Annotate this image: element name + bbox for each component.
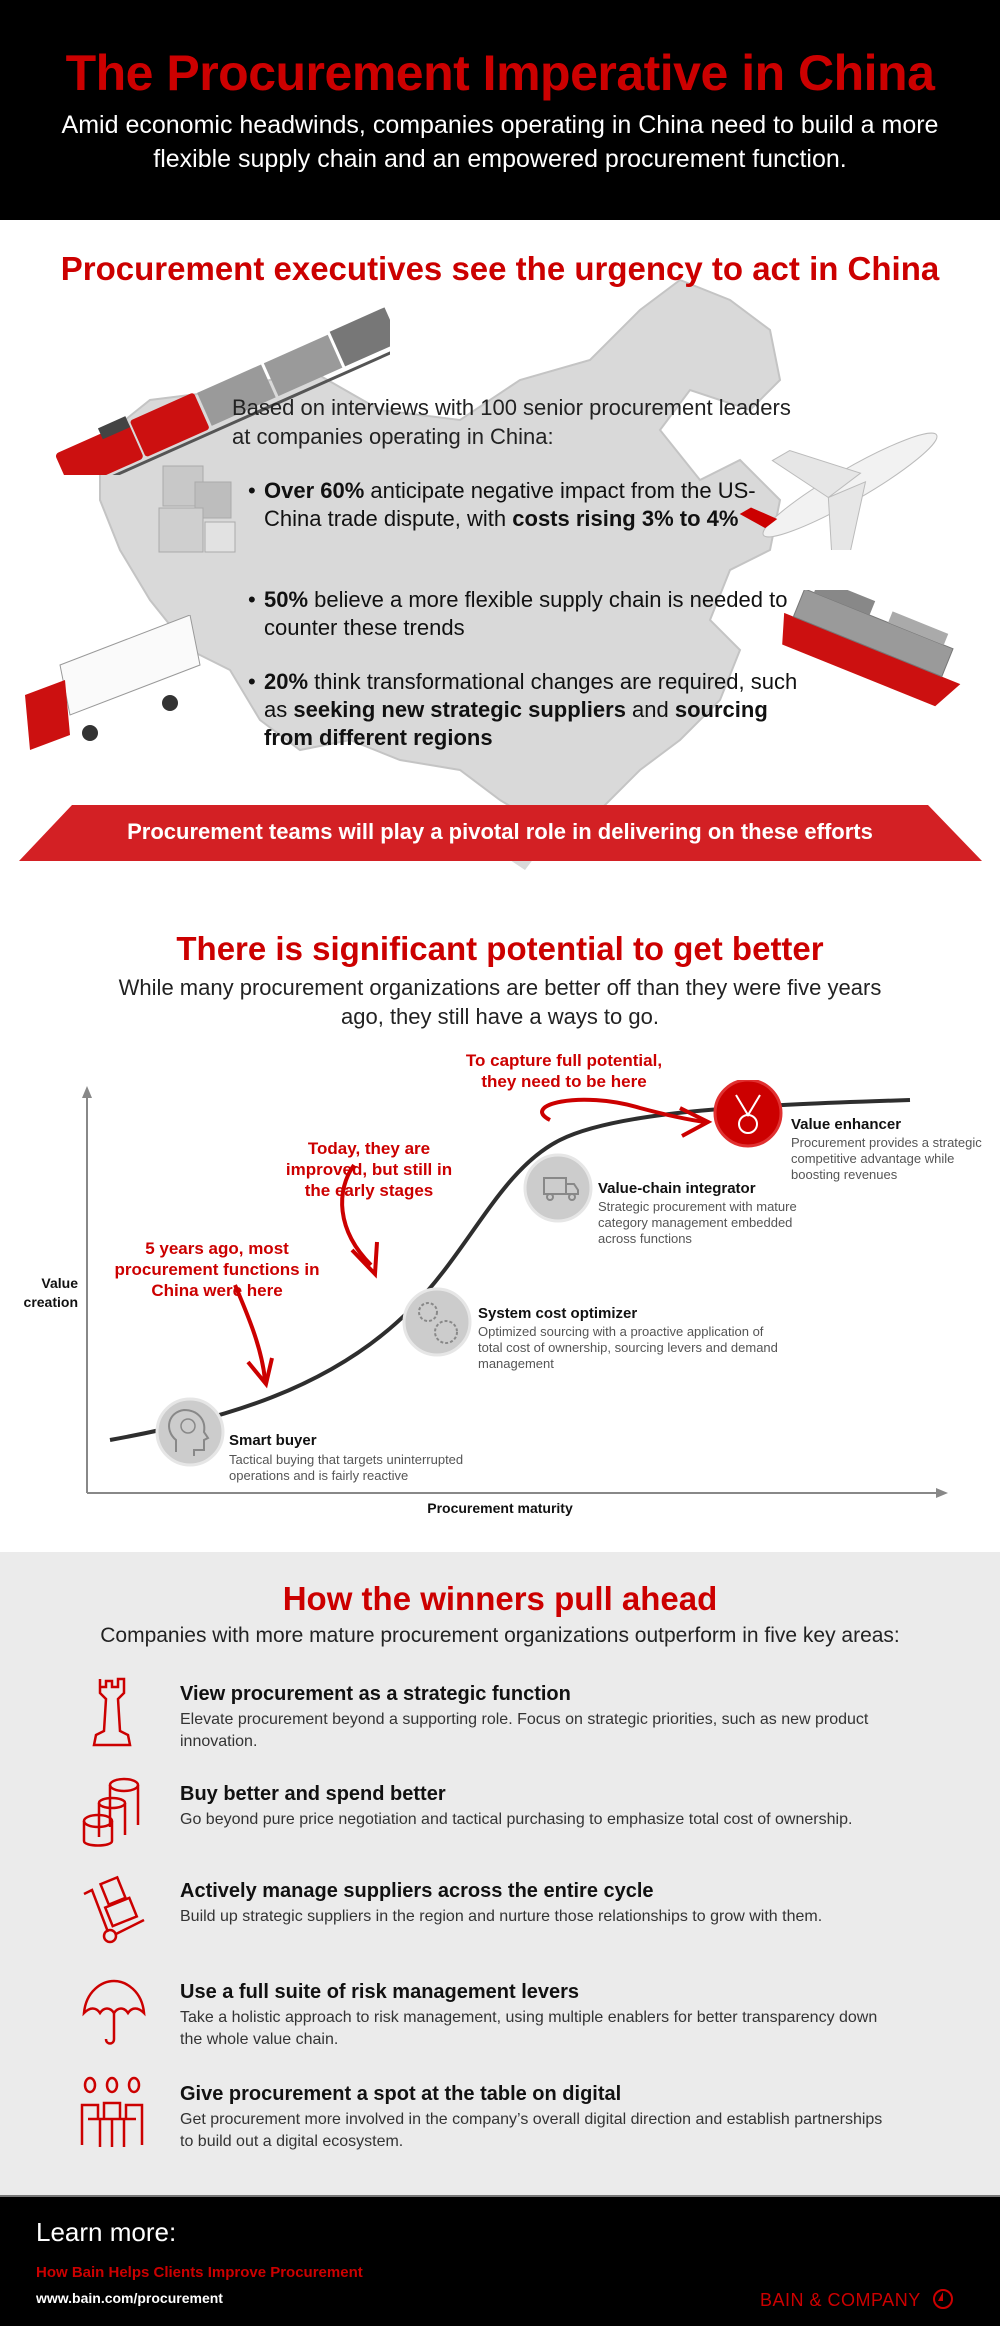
stat-bullet-3: • 20% think transformational changes are… bbox=[248, 669, 798, 750]
truck-illustration bbox=[25, 615, 201, 750]
key-area-desc: Go beyond pure price negotiation and tac… bbox=[180, 1811, 853, 1828]
x-axis-label: Procurement maturity bbox=[427, 1500, 573, 1516]
key-area-desc: Build up strategic suppliers in the regi… bbox=[180, 1908, 823, 1925]
key-area-5: Give procurement a spot at the table on … bbox=[60, 2075, 940, 2165]
key-area-title: Actively manage suppliers across the ent… bbox=[180, 1880, 654, 1902]
umbrella-icon bbox=[82, 1979, 146, 2045]
header: The Procurement Imperative in China Amid… bbox=[0, 0, 1000, 220]
y-axis-label: Value creation bbox=[23, 1275, 78, 1310]
stage-smart-buyer-desc: Tactical buying that targets uninterrupt… bbox=[229, 1452, 464, 1483]
meeting-table-icon bbox=[80, 2076, 144, 2147]
intro-text: Based on interviews with 100 senior proc… bbox=[232, 395, 791, 449]
key-area-3: Actively manage suppliers across the ent… bbox=[60, 1872, 940, 1962]
bain-logo: BAIN & COMPANY bbox=[760, 2288, 954, 2311]
key-area-title: Buy better and spend better bbox=[180, 1783, 446, 1805]
container-ship-illustration bbox=[782, 590, 961, 707]
delivery-truck-icon bbox=[523, 1153, 593, 1223]
bain-clock-logo-icon bbox=[932, 2289, 953, 2309]
stat-bullet-1: • Over 60% anticipate negative impact fr… bbox=[248, 478, 756, 531]
pivotal-role-banner bbox=[19, 805, 982, 861]
cargo-boxes-illustration bbox=[158, 465, 236, 553]
annotation-past: 5 years ago, most procurement functions … bbox=[114, 1239, 320, 1300]
winners-subtitle: Companies with more mature procurement o… bbox=[100, 1624, 900, 1647]
coin-stacks-icon bbox=[82, 1777, 140, 1847]
bain-procurement-link[interactable]: How Bain Helps Clients Improve Procureme… bbox=[36, 2264, 363, 2281]
stage-system-cost-optimizer-desc: Optimized sourcing with a proactive appl… bbox=[478, 1324, 778, 1371]
page-title: The Procurement Imperative in China bbox=[65, 45, 935, 101]
stage-value-chain-integrator-desc: Strategic procurement with mature catego… bbox=[598, 1199, 797, 1246]
page-subtitle: Amid economic headwinds, companies opera… bbox=[61, 111, 939, 173]
head-compass-icon bbox=[155, 1397, 225, 1467]
key-area-desc: Take a holistic approach to risk managem… bbox=[180, 2009, 878, 2048]
brand-name: BAIN & COMPANY bbox=[760, 2290, 921, 2310]
hand-truck-icon bbox=[83, 1875, 145, 1944]
footer bbox=[0, 2195, 1000, 2326]
chess-rook-icon bbox=[92, 1677, 132, 1747]
stage-value-enhancer-title: Value enhancer bbox=[791, 1116, 902, 1133]
stage-system-cost-optimizer-title: System cost optimizer bbox=[478, 1305, 638, 1322]
stage-value-chain-integrator-title: Value-chain integrator bbox=[598, 1180, 756, 1197]
key-area-desc: Elevate procurement beyond a supporting … bbox=[180, 1711, 869, 1750]
key-area-title: Use a full suite of risk management leve… bbox=[180, 1981, 580, 2003]
banner-text: Procurement teams will play a pivotal ro… bbox=[127, 819, 873, 844]
key-area-title: View procurement as a strategic function bbox=[180, 1683, 571, 1705]
potential-title: There is significant potential to get be… bbox=[176, 930, 824, 967]
maturity-curve-chart bbox=[82, 1080, 948, 1498]
stage-smart-buyer-title: Smart buyer bbox=[229, 1432, 317, 1449]
stat-bullet-2: • 50% believe a more flexible supply cha… bbox=[248, 587, 788, 640]
annotation-target: To capture full potential, they need to … bbox=[465, 1051, 663, 1091]
urgency-title: Procurement executives see the urgency t… bbox=[60, 250, 940, 287]
learn-more-label: Learn more: bbox=[36, 2217, 177, 2247]
medal-icon bbox=[713, 1080, 783, 1148]
potential-subtitle: While many procurement organizations are… bbox=[118, 975, 882, 1029]
stage-value-enhancer-desc: Procurement provides a strategic competi… bbox=[791, 1135, 982, 1182]
airplane-illustration bbox=[739, 432, 938, 550]
key-area-desc: Get procurement more involved in the com… bbox=[180, 2111, 883, 2150]
procurement-url[interactable]: www.bain.com/procurement bbox=[36, 2290, 223, 2306]
key-area-1: View procurement as a strategic function… bbox=[60, 1675, 940, 1765]
freight-train-illustration bbox=[55, 307, 390, 475]
winners-title: How the winners pull ahead bbox=[282, 1580, 718, 1617]
annotation-today: Today, they are improved, but still in t… bbox=[285, 1139, 453, 1200]
gears-icon bbox=[402, 1287, 472, 1357]
key-area-title: Give procurement a spot at the table on … bbox=[180, 2083, 622, 2105]
winners-section bbox=[0, 1552, 1000, 2195]
key-area-2: Buy better and spend better Go beyond pu… bbox=[60, 1775, 940, 1865]
key-area-4: Use a full suite of risk management leve… bbox=[60, 1973, 940, 2063]
